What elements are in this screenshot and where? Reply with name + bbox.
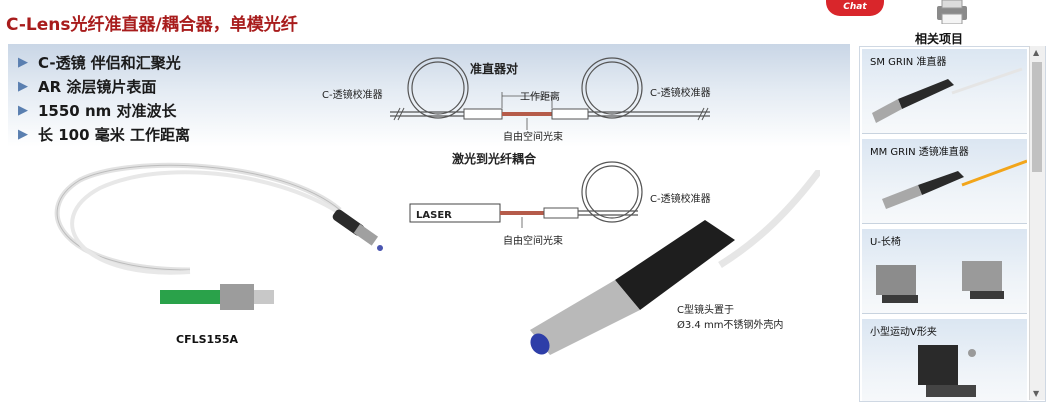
feature-item: ▶AR 涂层镜片表面 <box>18 77 157 96</box>
diagram-right-label: C-透镜校准器 <box>650 88 711 99</box>
working-distance-label: 工作距离 <box>520 92 560 103</box>
bullet-triangle-icon: ▶ <box>18 54 28 70</box>
laser-label: LASER <box>416 210 452 221</box>
mm-grin-collimator-image <box>882 159 1027 209</box>
related-item-v-clamp[interactable]: 小型运动V形夹 <box>862 319 1027 401</box>
part-number-label: CFLS155A <box>176 333 238 346</box>
collimator-diagram <box>390 57 710 228</box>
feature-banner <box>8 44 850 147</box>
diagram-heading-laser: 激光到光纤耦合 <box>452 152 537 166</box>
page-title: C-Lens光纤准直器/耦合器，单模光纤 <box>6 15 298 35</box>
sm-grin-collimator-image <box>872 67 1023 123</box>
lens-caption: C型镜头置于 Ø3.4 mm不锈钢外壳内 <box>677 305 784 331</box>
related-item-mm-grin[interactable]: MM GRIN 透镜准直器 <box>862 139 1027 224</box>
lens-closeup-image <box>530 170 820 355</box>
free-space-beam-label-bottom: 自由空间光束 <box>503 236 563 247</box>
diagram-heading-pair: 准直器对 <box>470 62 519 76</box>
v-clamp-image <box>918 345 976 397</box>
diagram-bottom-right-label: C-透镜校准器 <box>650 194 711 205</box>
chat-button[interactable]: Chat <box>826 0 884 16</box>
scroll-thumb[interactable] <box>1032 62 1042 172</box>
bullet-triangle-icon: ▶ <box>18 78 28 94</box>
diagram-left-label: C-透镜校准器 <box>322 90 383 101</box>
feature-item: ▶长 100 毫米 工作距离 <box>18 125 190 144</box>
product-image-fiber <box>54 162 383 310</box>
chat-label: Chat <box>843 2 867 12</box>
bullet-triangle-icon: ▶ <box>18 126 28 142</box>
free-space-beam-label: 自由空间光束 <box>503 132 563 143</box>
related-panel-scrollbar[interactable]: ▲ ▼ <box>1029 46 1045 400</box>
scroll-up-icon[interactable]: ▲ <box>1033 48 1040 57</box>
feature-list: ▶C-透镜 伴侣和汇聚光 ▶AR 涂层镜片表面 ▶1550 nm 对准波长 ▶长… <box>18 50 190 146</box>
scroll-down-icon[interactable]: ▼ <box>1033 389 1040 398</box>
feature-item: ▶C-透镜 伴侣和汇聚光 <box>18 53 181 72</box>
bullet-triangle-icon: ▶ <box>18 102 28 118</box>
u-bench-image <box>876 261 1004 303</box>
related-items-panel: SM GRIN 准直器 MM GRIN 透镜准直器 U-长椅 小型运动V形夹 <box>859 46 1046 402</box>
feature-item: ▶1550 nm 对准波长 <box>18 101 177 120</box>
related-item-sm-grin[interactable]: SM GRIN 准直器 <box>862 49 1027 134</box>
related-items-title: 相关项目 <box>915 32 964 46</box>
print-icon[interactable] <box>934 0 970 24</box>
related-item-u-bench[interactable]: U-长椅 <box>862 229 1027 314</box>
